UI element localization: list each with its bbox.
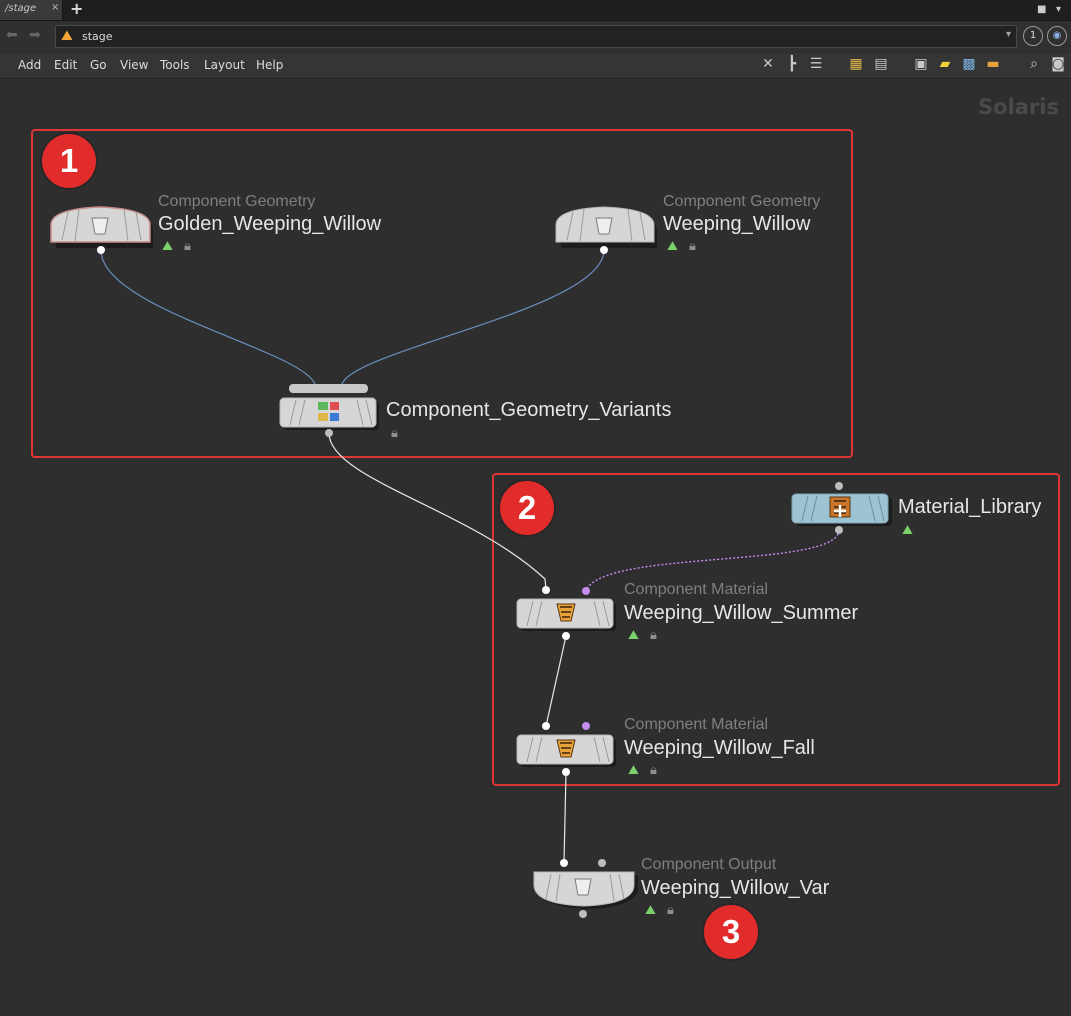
chevron-down-icon[interactable]: ▾ xyxy=(1056,4,1062,15)
step-badge-2: 2 xyxy=(500,481,554,535)
wires xyxy=(100,249,840,864)
forward-arrow-icon[interactable]: ➡ xyxy=(29,27,41,43)
wrench-icon[interactable]: ✕ xyxy=(762,56,774,72)
render-flag-icon[interactable]: ⛰ xyxy=(667,239,678,254)
node-weeping-willow-var[interactable] xyxy=(533,859,638,918)
menu-help[interactable]: Help xyxy=(256,58,284,72)
menu-layout[interactable]: Layout xyxy=(204,58,245,72)
list-view-icon[interactable]: ☰ xyxy=(809,56,823,72)
menu-edit[interactable]: Edit xyxy=(54,58,78,72)
grid-color-icon[interactable]: ▦ xyxy=(849,56,863,72)
node-name-label[interactable]: Material_Library xyxy=(898,496,1042,518)
node-weeping-willow-summer[interactable] xyxy=(516,586,616,640)
menu-view[interactable]: View xyxy=(120,58,149,72)
add-tab-icon[interactable]: + xyxy=(70,0,84,18)
lock-icon[interactable]: 🔒︎ xyxy=(391,426,398,441)
stage-context-icon: ⛰ xyxy=(61,28,73,44)
chevron-down-icon[interactable]: ▾ xyxy=(1005,29,1011,40)
render-flag-icon[interactable]: ⛰ xyxy=(645,903,656,918)
tree-view-icon[interactable]: ┣ xyxy=(787,56,797,72)
image-add-icon[interactable]: ▩ xyxy=(962,56,976,72)
highlight-box-1 xyxy=(31,129,853,458)
path-bar: ⬅ ➡ ⛰ stage ▾ 1 ◉ xyxy=(0,21,1071,51)
node-name-label[interactable]: Weeping_Willow xyxy=(663,213,811,235)
node-weeping-willow-fall[interactable] xyxy=(516,722,616,776)
node-type-label: Component Material xyxy=(624,581,769,598)
node-name-label[interactable]: Golden_Weeping_Willow xyxy=(158,213,382,235)
node-component-geometry-variants[interactable] xyxy=(279,384,379,437)
lock-icon[interactable]: 🔒︎ xyxy=(650,763,657,778)
wire-fall-to-output xyxy=(563,771,567,864)
step-badge-1: 1 xyxy=(42,134,96,188)
node-name-label[interactable]: Component_Geometry_Variants xyxy=(386,399,672,421)
node-graph xyxy=(50,206,892,918)
visibility-icon[interactable]: ◙ xyxy=(1051,56,1065,72)
render-flag-icon[interactable]: ⛰ xyxy=(902,523,913,538)
tab-label: /stage xyxy=(5,3,37,14)
context-label: Solaris xyxy=(978,95,1059,119)
network-canvas[interactable]: Solaris 1 2 3 xyxy=(0,79,1071,1016)
path-field[interactable]: ⛰ stage ▾ xyxy=(55,25,1017,48)
node-weeping-willow[interactable] xyxy=(555,206,657,254)
render-flag-icon[interactable]: ⛰ xyxy=(628,763,639,778)
node-name-label[interactable]: Weeping_Willow_Var xyxy=(641,877,830,899)
highlight-box-2 xyxy=(492,473,1060,786)
node-type-label: Component Geometry xyxy=(663,193,821,210)
lock-icon[interactable]: 🔒︎ xyxy=(184,239,191,254)
path-text: stage xyxy=(82,30,113,43)
grid-icon[interactable]: ▤ xyxy=(874,56,888,72)
pin-button[interactable]: 1 xyxy=(1023,26,1043,46)
search-icon[interactable]: ⌕ xyxy=(1030,56,1038,72)
node-golden-weeping-willow[interactable] xyxy=(50,206,153,254)
node-name-label[interactable]: Weeping_Willow_Summer xyxy=(624,602,859,624)
material-palette-icon[interactable]: ▬ xyxy=(986,56,1000,72)
close-icon[interactable]: × xyxy=(51,2,60,13)
node-material-library[interactable] xyxy=(791,482,892,534)
render-flag-icon[interactable]: ⛰ xyxy=(162,239,173,254)
pane-layout-icon[interactable]: ■ xyxy=(1037,4,1047,15)
node-type-label: Component Output xyxy=(641,856,777,873)
node-type-label: Component Geometry xyxy=(158,193,316,210)
sticky-note-icon[interactable]: ▰ xyxy=(939,56,951,72)
wire-library-to-summer xyxy=(585,529,840,592)
menu-tools[interactable]: Tools xyxy=(160,58,190,72)
render-flag-icon[interactable]: ⛰ xyxy=(628,628,639,643)
back-arrow-icon[interactable]: ⬅ xyxy=(6,27,18,43)
tab-stage[interactable]: /stage × xyxy=(0,0,63,20)
step-badge-3: 3 xyxy=(704,905,758,959)
tab-bar: /stage × + ■ ▾ xyxy=(0,0,1071,21)
menu-add[interactable]: Add xyxy=(18,58,42,72)
menu-bar: Add Edit Go View Tools Layout Help ✕ ┣ ☰… xyxy=(0,53,1071,79)
link-icon[interactable]: ◉ xyxy=(1047,26,1067,46)
node-type-label: Component Material xyxy=(624,716,769,733)
lock-icon[interactable]: 🔒︎ xyxy=(667,903,674,918)
node-name-label[interactable]: Weeping_Willow_Fall xyxy=(624,737,815,759)
wire-golden-to-variants xyxy=(100,249,316,385)
wire-variants-to-summer xyxy=(328,432,547,591)
menu-go[interactable]: Go xyxy=(90,58,107,72)
network-box-icon[interactable]: ▣ xyxy=(914,56,928,72)
wire-willow-to-variants xyxy=(341,249,605,385)
wire-summer-to-fall xyxy=(545,635,567,727)
lock-icon[interactable]: 🔒︎ xyxy=(650,628,657,643)
lock-icon[interactable]: 🔒︎ xyxy=(689,239,696,254)
